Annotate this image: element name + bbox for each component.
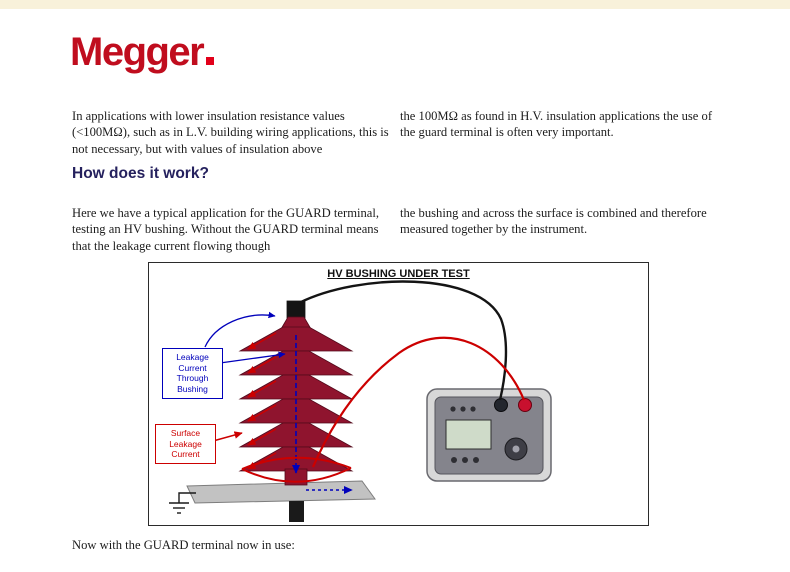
- page-edge-tint: [0, 0, 790, 9]
- footer-line: Now with the GUARD terminal now in use:: [72, 538, 295, 552]
- red-terminal: [518, 398, 532, 412]
- body-paragraph-left: Here we have a typical application for t…: [72, 206, 380, 253]
- leakage-current-arrows: [204, 311, 353, 494]
- intro-paragraph-right: the 100MΩ as found in H.V. insulation ap…: [400, 109, 713, 140]
- base-plate: [186, 480, 376, 504]
- logo-text: Megger: [70, 30, 205, 74]
- intro-paragraph-left: In applications with lower insulation re…: [72, 109, 389, 156]
- section-heading: How does it work?: [72, 165, 209, 182]
- body-paragraph-right: the bushing and across the surface is co…: [400, 206, 707, 237]
- test-instrument: [426, 388, 552, 482]
- ground-symbol: [169, 492, 196, 514]
- bushing-stem: [289, 501, 304, 522]
- logo-dot: [206, 57, 215, 65]
- diagram-title: HV BUSHING UNDER TEST: [327, 268, 470, 280]
- surface-current-arrows: [212, 332, 277, 470]
- diagram-canvas: [169, 280, 552, 522]
- leakage-current-label: Leakage Current Through Bushing: [162, 348, 223, 399]
- black-terminal: [494, 398, 508, 412]
- red-test-lead: [241, 336, 526, 483]
- intro-paragraphs: In applications with lower insulation re…: [72, 108, 722, 157]
- bushing-test-diagram: HV BUSHING UNDER TEST: [148, 262, 649, 526]
- body-paragraphs: Here we have a typical application for t…: [72, 205, 722, 254]
- megger-logo: Megger: [70, 30, 215, 74]
- surface-leakage-label: Surface Leakage Current: [155, 424, 216, 464]
